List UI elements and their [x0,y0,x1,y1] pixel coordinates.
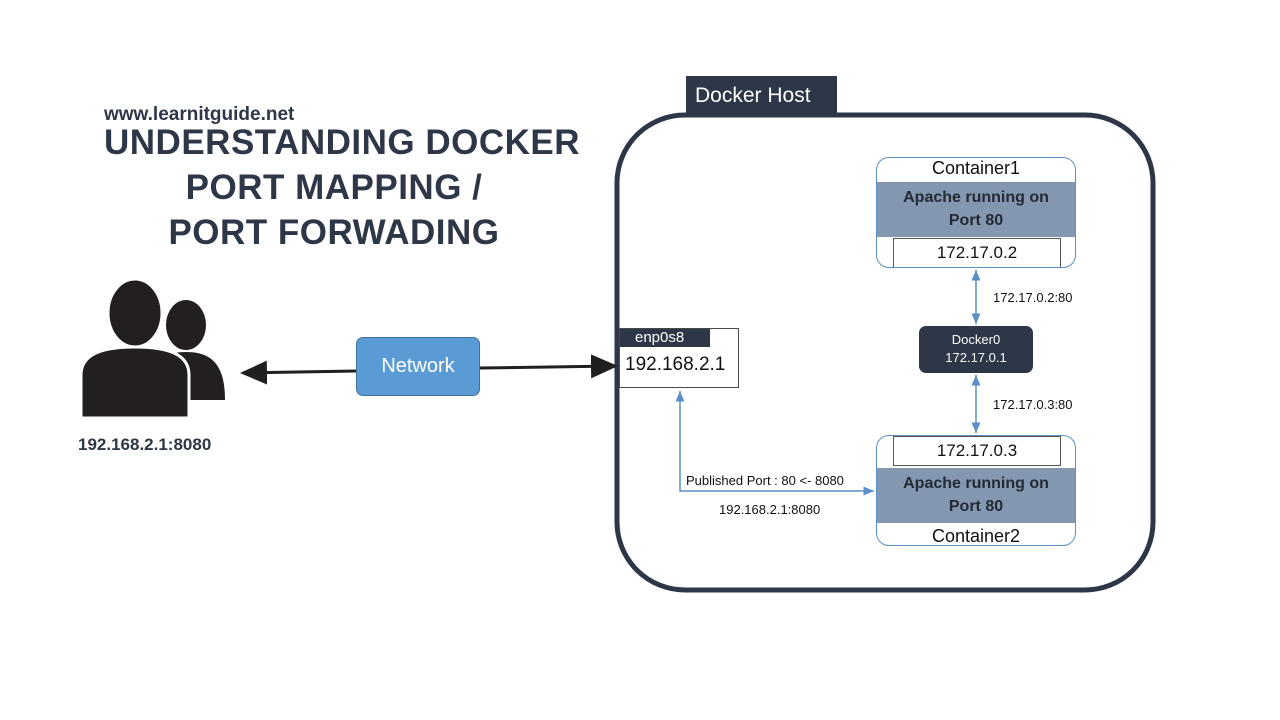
container2-link-label: 172.17.0.3:80 [993,397,1073,412]
docker-host-frame [614,112,1156,593]
published-address-label: 192.168.2.1:8080 [719,502,821,517]
title-line-2: PORT MAPPING / [185,168,483,207]
page-title: UNDERSTANDING DOCKER PORT MAPPING / PORT… [104,120,581,255]
docker0-ip: 172.17.0.1 [945,350,1007,365]
container1-service: Apache running on Port 80 [877,182,1075,237]
title-line-1: UNDERSTANDING DOCKER [104,123,581,162]
container1-service-text: Apache running on Port 80 [903,189,1049,229]
docker0-name: Docker0 [951,332,1001,347]
docker-host-label: Docker Host [686,76,837,115]
container2-box: 172.17.0.3 Apache running on Port 80 Con… [876,435,1076,546]
network-interface-link [479,354,618,379]
container2-ip: 172.17.0.3 [893,436,1061,466]
docker0-bridge: Docker0 172.17.0.1 [919,326,1033,373]
network-node: Network [356,337,480,396]
container2-service-text: Apache running on Port 80 [903,475,1049,515]
website-label: www.learnitguide.net [104,104,295,125]
users-icon [79,277,225,420]
user-address: 192.168.2.1:8080 [78,435,212,454]
interface-ip: 192.168.2.1 [625,354,726,375]
user-network-link [240,360,357,385]
container1-box: Container1 Apache running on Port 80 172… [876,157,1076,268]
container1-name: Container1 [931,158,1021,178]
container2-name: Container2 [931,526,1021,546]
interface-name: enp0s8 [620,329,710,347]
published-port-label: Published Port : 80 <- 8080 [686,473,844,488]
title-line-3: PORT FORWADING [168,213,500,252]
container1-link-label: 172.17.0.2:80 [993,290,1073,305]
published-port-link [675,391,874,496]
container1-ip: 172.17.0.2 [893,238,1061,267]
container2-service: Apache running on Port 80 [877,468,1075,523]
